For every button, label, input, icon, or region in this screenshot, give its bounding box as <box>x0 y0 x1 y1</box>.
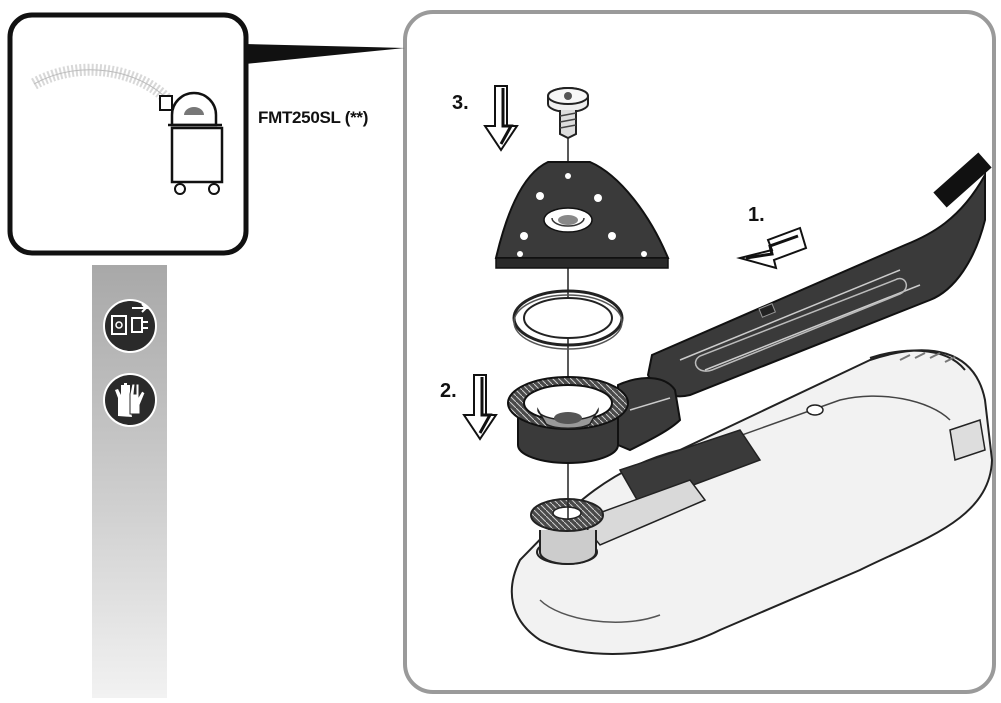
callout-pointer <box>245 44 405 64</box>
unplug-icon <box>103 299 157 353</box>
step1-arrow <box>736 226 808 270</box>
sanding-plate <box>494 161 670 269</box>
screw <box>547 87 589 140</box>
multitool-body <box>510 349 994 655</box>
vacuum-cleaner-icon <box>31 63 224 195</box>
gloves-icon <box>103 373 157 427</box>
step2-label: 2. <box>440 380 457 402</box>
step1-label: 1. <box>748 204 765 226</box>
step3-arrow <box>483 85 519 152</box>
extraction-collar <box>507 376 682 464</box>
model-label: FMT250SL (**) <box>258 108 369 127</box>
step3-label: 3. <box>452 92 469 114</box>
extraction-adapter <box>646 152 992 398</box>
step2-arrow <box>462 374 498 441</box>
sealing-ring <box>512 289 624 350</box>
